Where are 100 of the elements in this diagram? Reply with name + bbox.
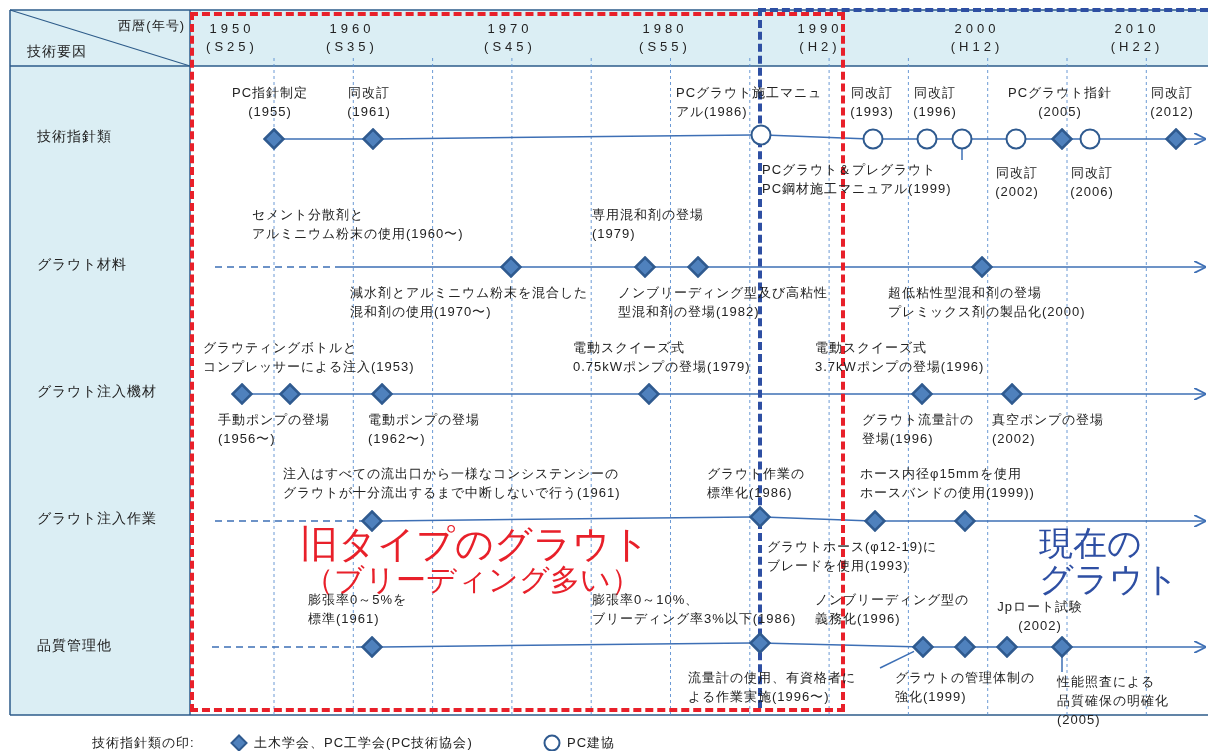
era-label: (S45) [484,38,536,56]
event-label: ホースバンドの使用(1999)) [860,484,1035,502]
circle-marker [862,128,884,150]
event-label: 減水剤とアルミニウム粉末を混合した混和剤の使用(1970〜) [350,284,589,321]
year-label: 1990 [797,20,843,38]
row-heading: 技術要因 [27,42,87,61]
diamond-marker [500,256,522,278]
timeline-line [382,134,752,140]
timeline-line [251,393,281,395]
diamond-marker [971,256,993,278]
row-label: グラウト注入機材 [37,382,157,401]
diamond-marker [954,510,976,532]
era-label: (S35) [326,38,378,56]
diamond-marker [371,383,393,405]
timeline-line [974,646,998,648]
row-label: グラウト材料 [37,255,127,274]
column-heading: 西暦(年号) [118,17,185,35]
timeline-line [381,516,751,522]
timeline-line [932,646,956,648]
diamond-marker [1051,128,1073,150]
event-label: 電動ポンプの登場(1962〜) [368,411,481,448]
year-label: 1950 [209,20,255,38]
year-label: 2000 [954,20,1000,38]
timeline-line [299,393,373,395]
year-label: 1970 [487,20,533,38]
diamond-marker [911,383,933,405]
timeline-line [211,646,363,648]
event-label: ホース内径φ15mmを使用 [860,465,1022,483]
row-label: 技術指針類 [37,127,112,146]
event-label: 超低粘性型混和剤の登場 [888,284,1042,302]
event-label: PCグラウト指針(2005) [1006,84,1114,121]
leader-line [879,650,915,669]
event-label: グラウトホース(φ12-19)にブレードを使用(1993) [767,538,939,575]
timeline-line [381,642,751,648]
event-label: Jpロート試験(2002) [996,598,1084,635]
timeline-line [1021,387,1208,401]
diamond-marker [1001,383,1023,405]
timeline-line [658,393,913,395]
timeline-line [769,516,866,522]
event-label: 同改訂(2002) [994,164,1040,201]
timeline-line [214,520,363,522]
diamond-marker [638,383,660,405]
event-label: 電動スクイーズ式3.7kWポンプの登場(1996) [815,339,986,376]
event-label: 専用混和剤の登場(1979) [592,206,704,243]
timeline-line [882,138,918,140]
event-label: ノンブリーディング型の義務化(1996) [815,591,970,628]
legend-label: PC建協 [567,734,616,751]
timeline-line [974,514,1208,528]
legend-title: 技術指針類の印: [92,734,195,751]
event-label: プレミックス剤の製品化(2000) [888,303,1086,321]
event-label: 同改訂(2006) [1069,164,1115,201]
circle-marker [916,128,938,150]
diamond-marker [279,383,301,405]
timeline-line [931,393,1003,395]
event-label: 流量計の使用、有資格者による作業実施(1996〜) [688,668,880,706]
legend-label: 土木学会、PC工学会(PC技術協会) [254,734,473,751]
year-label: 1960 [329,20,375,38]
event-label: PCグラウト施工マニュアル(1986) [676,84,824,121]
year-label: 2010 [1114,20,1160,38]
diamond-marker [634,256,656,278]
diamond-marker [362,128,384,150]
event-label: 注入はすべての流出口から一様なコンシステンシーのグラウトが十分流出するまで中断しないで行う(1961) [283,465,622,502]
year-label: 1980 [642,20,688,38]
timeline-line [214,266,502,268]
diamond-marker [954,636,976,658]
event-label: グラウト流量計の登場(1996) [862,411,975,448]
timeline-line [520,266,636,268]
event-label: PC指針制定(1955) [230,84,310,121]
diamond-marker [912,636,934,658]
row-label: グラウト注入作業 [37,509,157,528]
circle-marker [1005,128,1027,150]
region-title: 現在のグラウト [1039,525,1180,597]
diamond-marker [361,636,383,658]
circle-marker [951,128,973,150]
timeline-line [991,260,1208,274]
timeline-line [707,266,973,268]
event-label: グラウト作業の標準化(1986) [707,465,806,502]
era-label: (H12) [950,38,1004,56]
circle-marker [1079,128,1101,150]
row-label: 品質管理他 [37,636,112,655]
event-label: 同改訂(1993) [849,84,895,121]
timeline-line [391,393,640,395]
diamond-marker [263,128,285,150]
timeline-line [770,134,864,140]
diamond-marker [864,510,886,532]
event-label: 手動ポンプの登場(1956〜) [218,411,331,448]
event-label: グラウトの管理体制の強化(1999) [895,669,1036,706]
diamond-marker [231,383,253,405]
timeline-line [1185,132,1208,146]
timeline-line [283,138,364,140]
event-label: 同改訂(1996) [912,84,958,121]
timeline-line [1025,138,1053,140]
leader-line [961,148,963,161]
timeline-line [1099,138,1167,140]
diamond-marker [1051,636,1073,658]
event-label: 同改訂(2012) [1149,84,1195,121]
timeline-line [1016,646,1053,648]
era-label: (H22) [1110,38,1164,56]
diamond-marker [687,256,709,278]
timeline-line [1071,640,1208,654]
